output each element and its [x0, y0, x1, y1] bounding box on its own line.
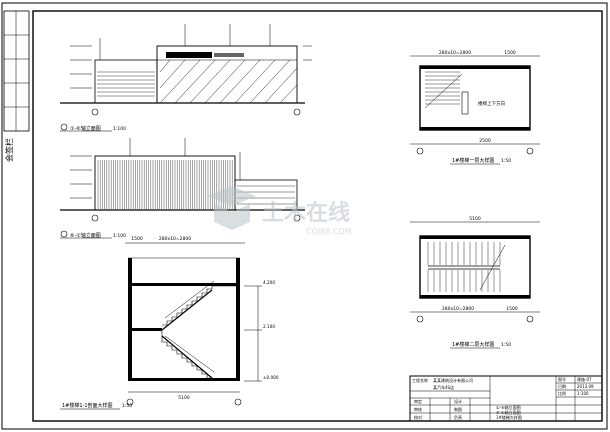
title-role2-0: 设计: [454, 398, 462, 404]
title-role-0: 审定: [414, 398, 422, 404]
title-role2-2: 负责: [454, 414, 462, 420]
stair-plan-2-caption: 1#楼梯二层大样图: [452, 341, 494, 348]
stair-plan-1: 280x10=2800 1500 楼梯上下方向 2500 1#楼梯一层大样图 1…: [410, 50, 540, 165]
elevation-2-caption: ⑥-①轴立面图: [70, 232, 101, 239]
title-sheet-no-label: 图号: [558, 376, 566, 382]
plan1-dim-top-seg: 280x10=2800: [439, 50, 471, 56]
elevation-1: ①-⑥轴立面图 1:100: [60, 24, 312, 132]
plan1-dim-bottom: 2500: [479, 138, 491, 144]
title-scale-label: 比例: [558, 390, 566, 396]
title-project-name: 某汽车4S店: [433, 384, 454, 390]
watermark-site: COI88.COM: [306, 227, 352, 236]
elevation-1-scale: 1:100: [113, 126, 126, 132]
stair-plan-1-caption: 1#楼梯一层大样图: [452, 157, 494, 164]
plan1-room-label: 楼梯上下方向: [478, 100, 505, 107]
plan2-dim-bottom-seg: 280x10=2800: [442, 306, 474, 312]
watermark: 土木在线 COI88.COM: [208, 186, 352, 236]
title-scale: 1:100: [577, 391, 589, 396]
watermark-logo: [208, 186, 256, 230]
elevation-2-scale: 1:100: [113, 233, 126, 239]
stair-plan-2: 5100 280x10=2800 1500 1#楼梯二层大样图 1:50: [410, 216, 540, 349]
title-role2-1: 制图: [454, 406, 462, 412]
section-dim-top-seg: 280x10=2800: [159, 236, 191, 242]
title-company: 某某建筑设计有限公司: [433, 377, 473, 383]
countersign-strip: 会签栏: [3, 10, 30, 162]
section-level-top: 4.200: [263, 280, 275, 285]
section-level-mid: 2.100: [263, 324, 275, 329]
countersign-label: 会签栏: [4, 138, 14, 162]
title-sheet-title-3: 1#楼梯大样图: [496, 414, 522, 420]
title-sheet-title-2: ⑥-①轴立面图: [496, 409, 521, 415]
section-dim-bottom: 5100: [178, 395, 190, 401]
title-project-label: 工程名称: [412, 377, 428, 383]
drawing-frame: [32, 10, 603, 422]
stair-section-scale: 1:50: [122, 403, 132, 409]
title-date-label: 日期: [558, 383, 566, 389]
stair-plan-2-scale: 1:50: [501, 342, 511, 348]
plan1-dim-top-total: 1500: [504, 50, 516, 56]
title-block: 工程名称 某某建筑设计有限公司 某汽车4S店 ①-⑥轴立面图 ⑥-①轴立面图 1…: [409, 375, 603, 422]
section-level-base: ±0.000: [263, 375, 279, 380]
elevation-1-caption: ①-⑥轴立面图: [70, 125, 101, 132]
title-sheet-no: 建施-07: [577, 376, 592, 382]
title-role-1: 审核: [414, 406, 422, 412]
stair-plan-1-scale: 1:50: [501, 158, 511, 164]
stair-section: 280x10=2800 1500 4.200 2.100 ±0.000 5: [60, 236, 279, 410]
plan2-dim-top-total: 5100: [469, 216, 481, 222]
title-role-2: 校对: [414, 414, 422, 420]
section-dim-top-end: 1500: [131, 236, 143, 242]
watermark-brand: 土木在线: [262, 200, 350, 226]
title-sheet-title-1: ①-⑥轴立面图: [496, 404, 521, 410]
stair-section-caption: 1#楼梯1-1剖面大样图: [62, 402, 113, 409]
plan2-dim-bottom-end: 1500: [506, 306, 518, 312]
title-date: 2013.09: [577, 384, 594, 389]
